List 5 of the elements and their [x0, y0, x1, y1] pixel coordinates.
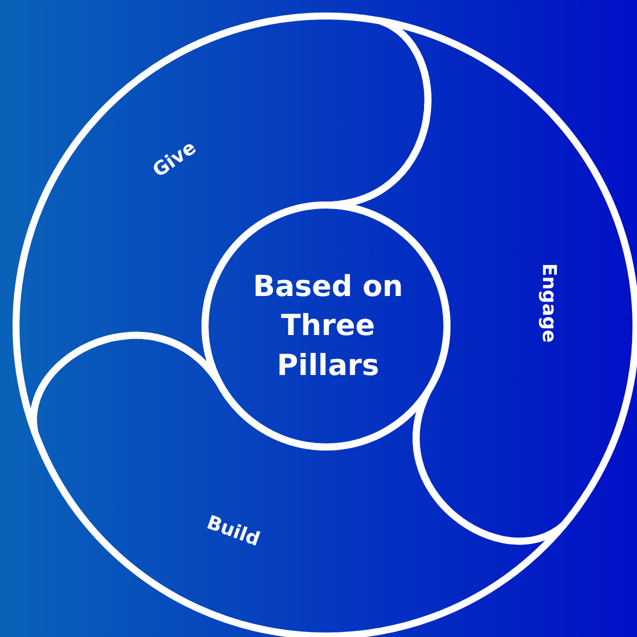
center-circle: [202, 202, 450, 450]
segment-label: Give: [148, 136, 202, 184]
segment-label: Engage: [536, 263, 561, 343]
segment-label: Build: [202, 510, 264, 553]
center-label: Based on Three Pillars: [252, 268, 404, 384]
